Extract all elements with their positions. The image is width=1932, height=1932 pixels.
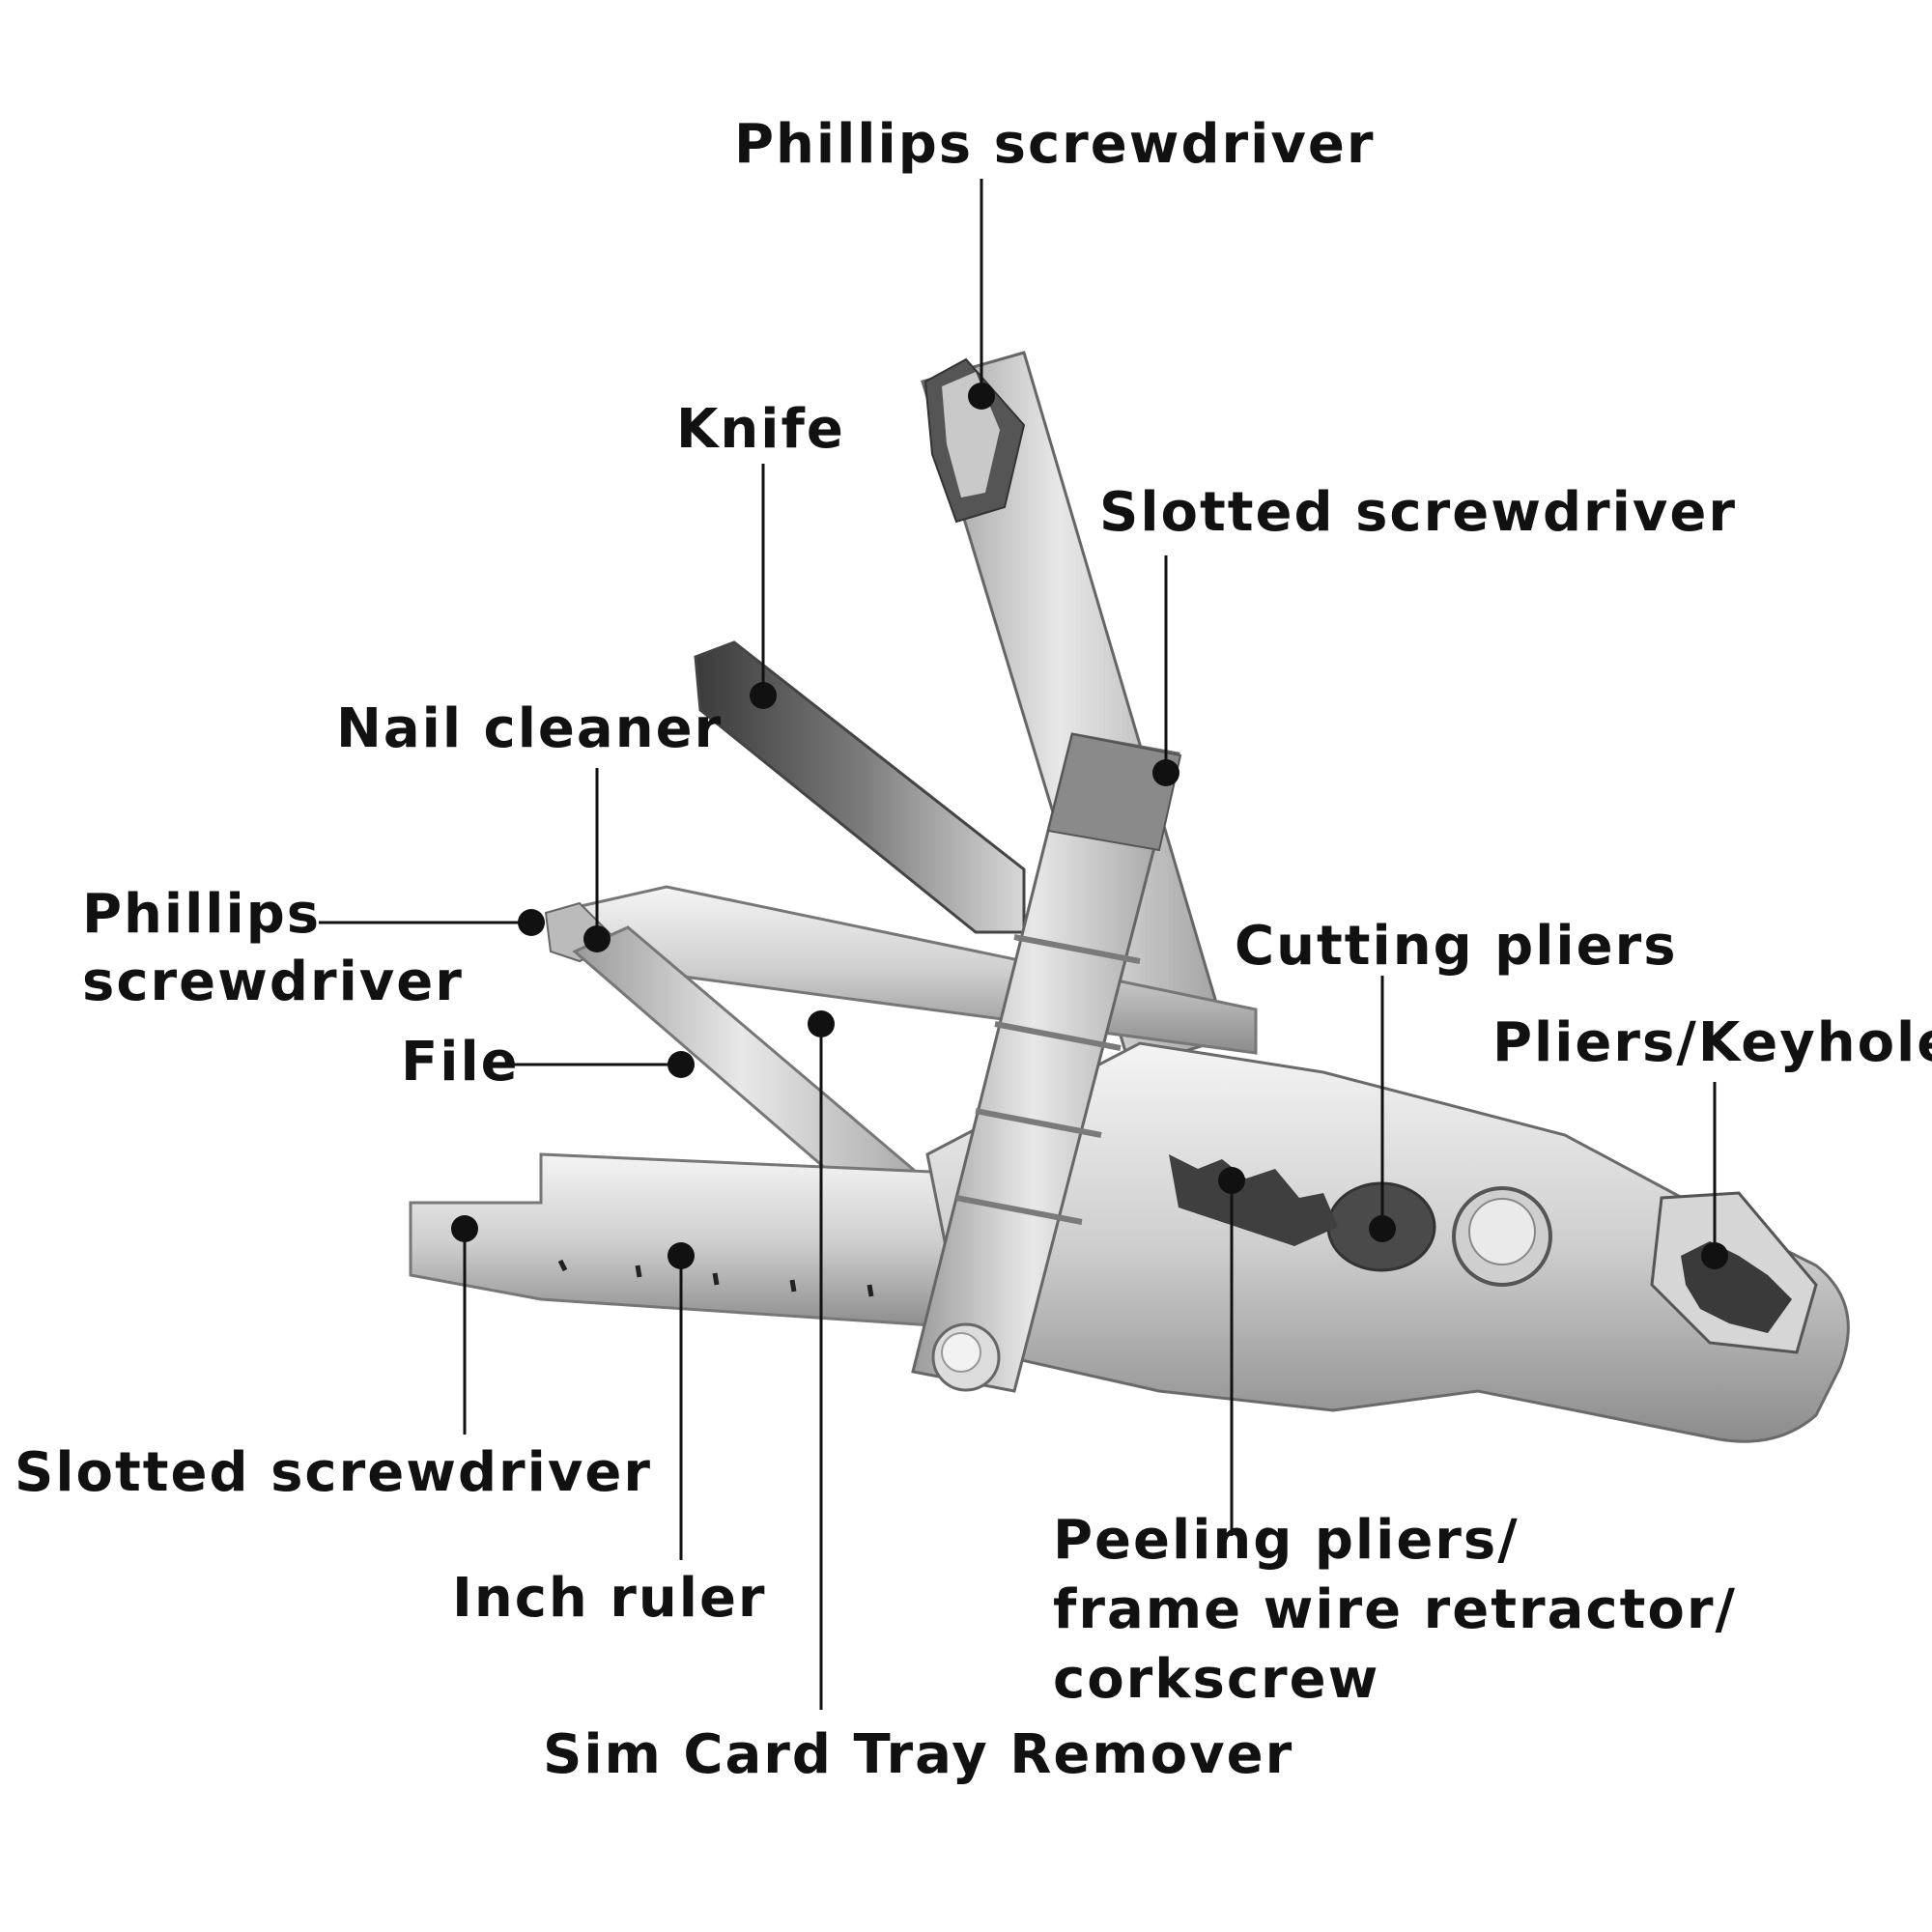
dot-knife: [750, 682, 777, 709]
label-slotted-screwdriver-top: Slotted screwdriver: [1099, 481, 1737, 544]
dot-slotted-bottom: [451, 1215, 478, 1242]
center-handle: [911, 732, 1182, 1393]
label-slotted-screwdriver-bottom: Slotted screwdriver: [14, 1441, 652, 1504]
label-phillips-left-line1: Phillips: [82, 883, 322, 946]
label-nail-cleaner: Nail cleaner: [336, 697, 724, 760]
dot-phillips-left: [518, 909, 545, 936]
label-peeling-line1: Peeling pliers/: [1053, 1509, 1520, 1572]
dot-slotted-top: [1152, 759, 1179, 786]
label-peeling-line2: frame wire retractor/: [1053, 1578, 1737, 1641]
dot-sim-remover: [808, 1010, 835, 1037]
label-peeling-line3: corkscrew: [1053, 1648, 1380, 1711]
ruler-arm: [409, 1152, 978, 1330]
label-sim-card-tray-remover: Sim Card Tray Remover: [543, 1723, 1294, 1786]
dot-phillips-top: [968, 383, 995, 410]
dot-file: [668, 1051, 695, 1078]
label-phillips-left-line2: screwdriver: [82, 951, 464, 1013]
label-pliers-keyhole: Pliers/Keyhole: [1492, 1011, 1932, 1074]
label-knife: Knife: [676, 398, 845, 461]
dot-pliers-keyhole: [1701, 1242, 1728, 1269]
knife-blade: [694, 640, 1026, 934]
label-phillips-screwdriver-top: Phillips screwdriver: [734, 113, 1376, 176]
dot-nail-cleaner: [583, 925, 611, 952]
label-cutting-pliers: Cutting pliers: [1235, 915, 1678, 978]
dot-cutting-pliers: [1369, 1215, 1396, 1242]
plier-body: [925, 1041, 1850, 1443]
label-inch-ruler: Inch ruler: [452, 1567, 767, 1630]
dot-peeling-pliers: [1218, 1167, 1245, 1194]
dot-inch-ruler: [668, 1242, 695, 1269]
label-file: File: [401, 1031, 520, 1094]
